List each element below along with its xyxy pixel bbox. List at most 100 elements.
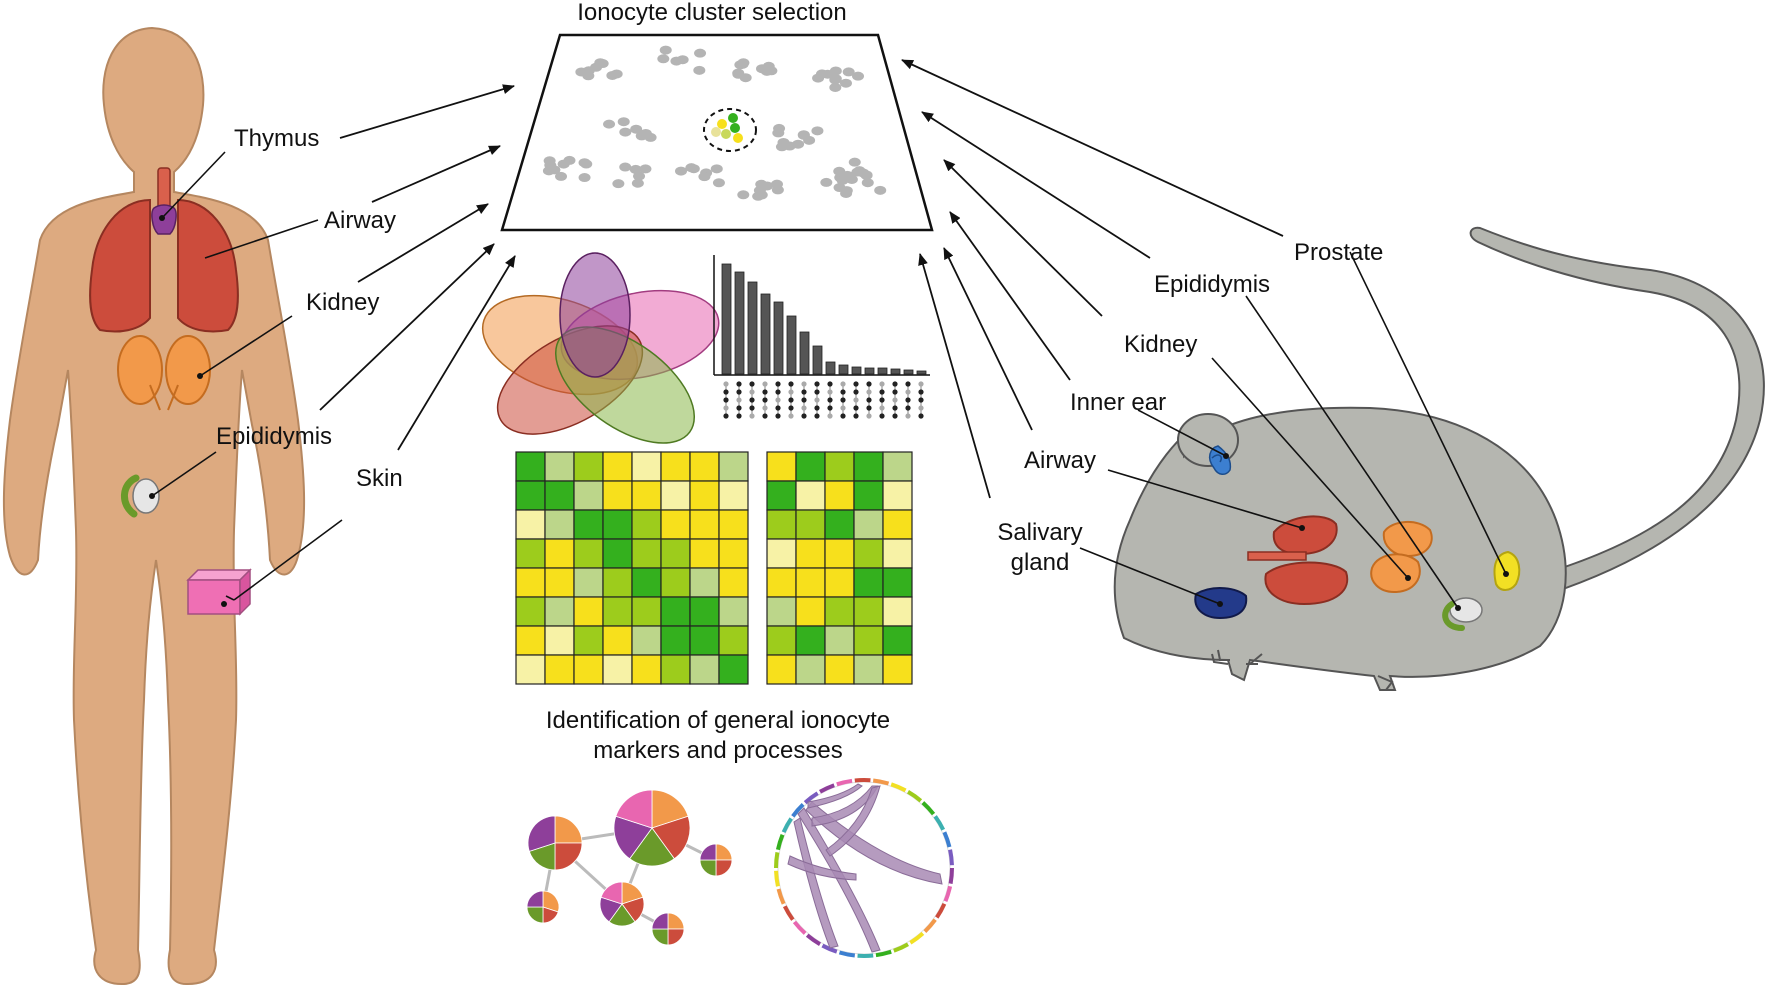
heatmap-cell: [766, 567, 797, 598]
upset-dot: [775, 413, 781, 419]
heatmap-cell: [882, 596, 913, 627]
heatmap-cell: [660, 567, 691, 598]
cell-dot: [860, 170, 873, 180]
upset-dot: [827, 389, 833, 395]
upset-bar: [877, 367, 888, 375]
cell-dot: [842, 67, 855, 77]
mouse-trachea-shape: [1247, 551, 1307, 561]
heatmap-cell: [573, 654, 604, 685]
arrow-icon: [943, 159, 1103, 317]
upset-dot: [827, 397, 833, 403]
heatmap-cell: [660, 654, 691, 685]
cell-dot: [557, 159, 570, 169]
cell-dot: [760, 66, 773, 76]
pie-slice: [600, 881, 623, 905]
mouse-testis-shape: [1449, 597, 1483, 623]
upset-dot: [736, 389, 742, 395]
upset-dot: [788, 397, 794, 403]
heatmap-cell: [573, 596, 604, 627]
heatmap-cell: [631, 538, 662, 569]
pie-slice: [554, 815, 583, 844]
upset-dot: [723, 381, 729, 387]
pie-slice: [526, 890, 544, 908]
heatmap-cell: [766, 538, 797, 569]
cell-dot: [633, 171, 646, 181]
upset-dot: [775, 381, 781, 387]
chord-ring-segment: [791, 803, 805, 818]
upset-dot: [840, 381, 846, 387]
heatmap-cell: [718, 654, 749, 685]
heatmap-cell: [573, 509, 604, 540]
arrow-icon: [949, 211, 1071, 381]
heatmap-cell: [766, 480, 797, 511]
upset-dot: [749, 397, 755, 403]
cell-dot: [851, 167, 864, 177]
heatmap-cell: [795, 625, 826, 656]
cell-dot: [606, 70, 619, 80]
heatmap-cell: [824, 596, 855, 627]
heatmap-cell: [515, 480, 546, 511]
heatmap-cell: [718, 596, 749, 627]
upset-dot: [749, 381, 755, 387]
ionocyte-cluster-dots: [711, 113, 743, 143]
upset-dot: [892, 405, 898, 411]
cell-dot: [833, 166, 846, 176]
cell-dot: [582, 71, 595, 81]
heatmap-cell: [544, 654, 575, 685]
upset-dot: [853, 405, 859, 411]
venn-icon: [481, 252, 720, 444]
chord-ring-segment: [909, 931, 925, 945]
arrow-icon: [339, 84, 515, 139]
heatmap-cell: [795, 509, 826, 540]
chord-ring-segment: [921, 801, 936, 816]
cell-dot: [631, 178, 644, 188]
heatmap-cell: [718, 480, 749, 511]
cell-dot: [821, 69, 834, 79]
heatmap-cell: [689, 596, 720, 627]
upset-bar: [786, 315, 797, 375]
heatmap-cell: [602, 538, 633, 569]
cell-dot: [617, 117, 630, 127]
label-mouse-gland: gland: [1011, 549, 1070, 576]
upset-bar: [721, 263, 732, 375]
label-mouse-epididymis: Epididymis: [1154, 271, 1270, 298]
upset-dot: [905, 397, 911, 403]
upset-bar: [851, 366, 862, 375]
upset-dot: [827, 381, 833, 387]
heatmap-cell: [795, 567, 826, 598]
heatmap-cell: [544, 596, 575, 627]
cell-dot: [639, 164, 652, 174]
chord-ring-segment: [836, 778, 853, 787]
upset-dot: [749, 405, 755, 411]
label-mouse-salivary: Salivary: [997, 519, 1082, 546]
cell-dot: [670, 56, 683, 66]
upset-dot: [918, 413, 924, 419]
heatmap-cell: [602, 567, 633, 598]
heatmap-cell: [544, 509, 575, 540]
heatmap-cell: [631, 509, 662, 540]
heatmap-cell: [766, 509, 797, 540]
heatmap-cell: [766, 654, 797, 685]
upset-dot: [814, 413, 820, 419]
heatmap-cell: [660, 625, 691, 656]
heatmap-cell: [515, 451, 546, 482]
cell-dot: [737, 190, 750, 200]
heatmap-left: [515, 451, 749, 685]
upset-dot: [762, 381, 768, 387]
upset-dot: [918, 381, 924, 387]
heatmap-cell: [824, 480, 855, 511]
upset-dot: [736, 381, 742, 387]
heatmap-cell: [853, 509, 884, 540]
heatmap-cell: [544, 567, 575, 598]
label-mouse-kidney: Kidney: [1124, 331, 1197, 358]
upset-dot: [879, 413, 885, 419]
pie-slice: [651, 815, 691, 860]
heatmap-cell: [689, 509, 720, 540]
heatmap-cell: [631, 654, 662, 685]
left-lung-shape: [89, 198, 151, 333]
upset-bar: [864, 367, 875, 375]
pie-slice: [715, 843, 733, 861]
cell-dot: [619, 162, 632, 172]
cell-dot: [578, 173, 591, 183]
arrows: [319, 59, 1284, 499]
